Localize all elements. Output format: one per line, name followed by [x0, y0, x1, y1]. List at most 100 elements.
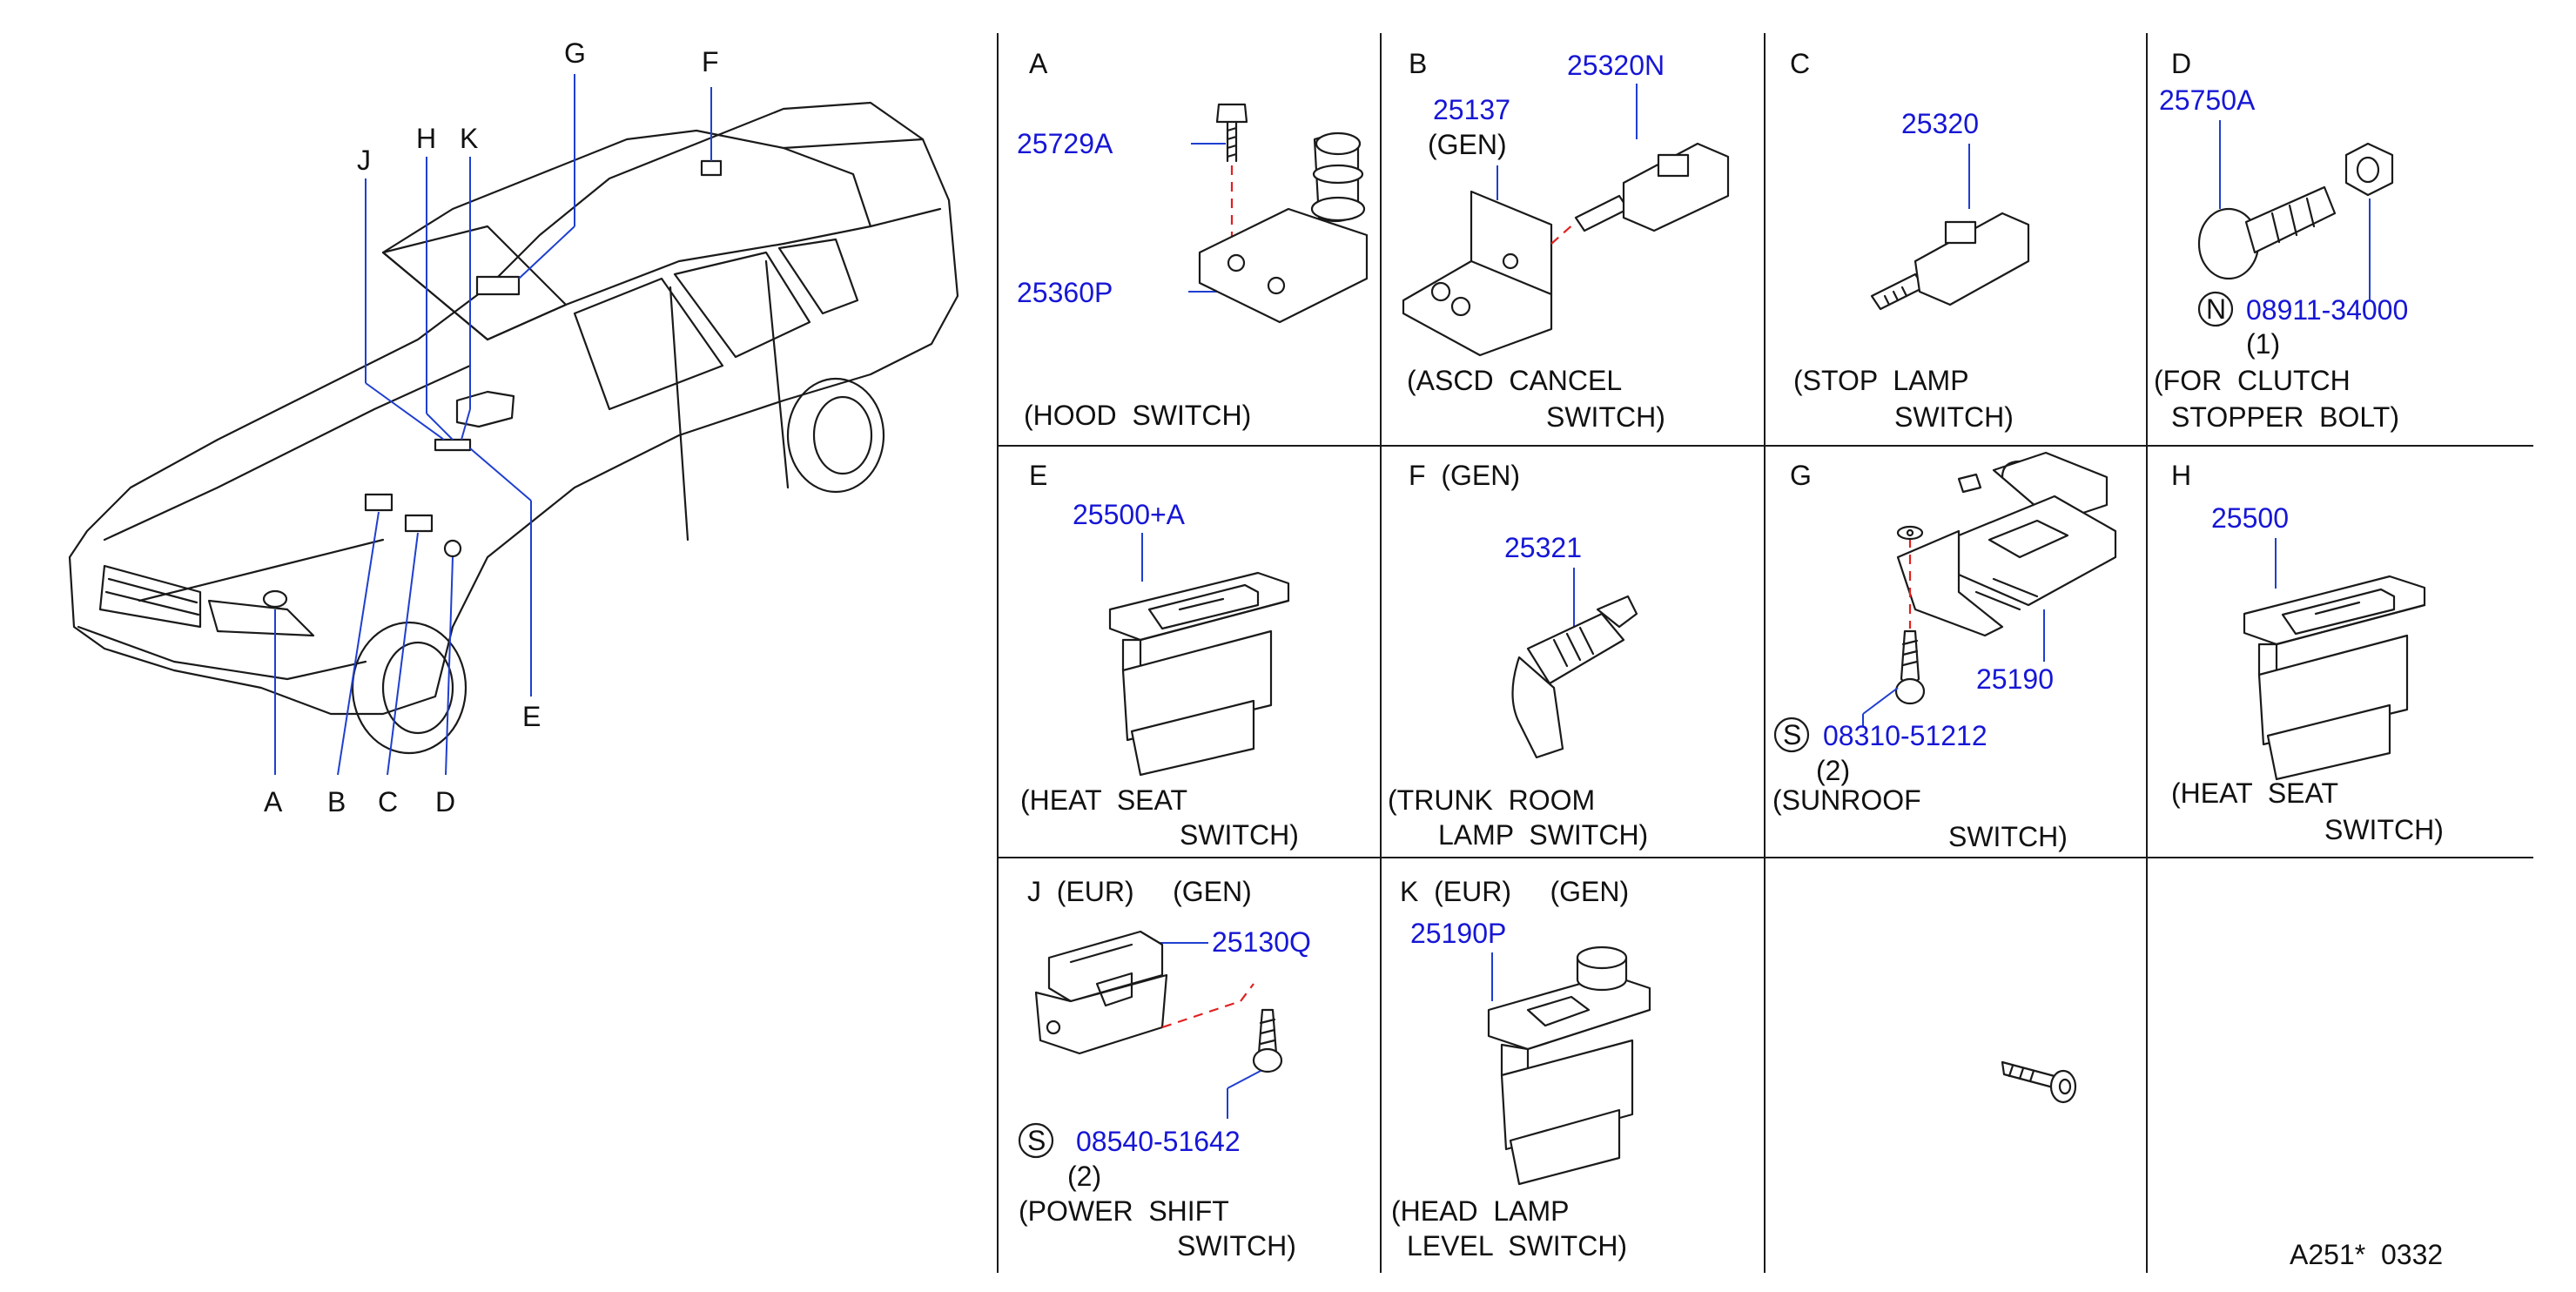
panel-c-caption-line1: (STOP LAMP: [1793, 365, 1969, 396]
car-callout-g: G: [564, 37, 586, 69]
panel-d-clutch-stopper-bolt: D 25750A N 08911-34000 (1) (FOR CLUTCH S…: [2154, 48, 2408, 433]
heat-seat-switch-e-icon: [1108, 571, 1290, 777]
loose-screw-icon: [2001, 1060, 2077, 1104]
car-callout-c: C: [378, 786, 398, 818]
car-part-g: [475, 275, 521, 296]
car-callout-h: H: [416, 123, 436, 154]
car-part-f: [700, 159, 723, 177]
panel-j-qty: (2): [1067, 1161, 1101, 1192]
car-callout-leaders: [274, 74, 712, 776]
car-callout-a: A: [264, 786, 283, 818]
part-number-25320n: 25320N: [1567, 50, 1665, 81]
trunk-lamp-switch-icon: [1511, 595, 1638, 759]
part-number-08310-51212: 08310-51212: [1823, 720, 1987, 751]
panel-f-header: F (GEN): [1409, 460, 1520, 491]
panel-c-header: C: [1790, 48, 1810, 79]
heat-seat-switch-h-icon: [2243, 575, 2426, 781]
part-number-25500plus-a: 25500+A: [1073, 499, 1186, 530]
symbol-s-icon: [1773, 717, 1810, 753]
panel-a-header: A: [1029, 48, 1048, 79]
symbol-s-icon: [1018, 1122, 1054, 1159]
panel-f-caption-line1: (TRUNK ROOM: [1388, 784, 1595, 816]
panel-e-caption-line1: (HEAT SEAT: [1020, 784, 1187, 816]
panel-b-ascd-cancel-switch: B 25137 (GEN) 25320N (ASCD CANCEL SWITCH…: [1402, 48, 1730, 433]
diagram-code: A251* 0332: [2290, 1239, 2443, 1270]
panel-k-caption-line1: (HEAD LAMP: [1391, 1195, 1569, 1227]
panel-h-caption-line2: SWITCH): [2324, 814, 2444, 845]
panel-d-caption-line1: (FOR CLUTCH: [2154, 365, 2351, 396]
power-shift-screw-icon: [1252, 1008, 1283, 1073]
panel-g-caption-line1: (SUNROOF: [1772, 784, 1921, 816]
car-callout-d: D: [435, 786, 455, 818]
panel-e-caption-line2: SWITCH): [1180, 819, 1299, 851]
panel-c-stop-lamp-switch: C 25320 (STOP LAMP SWITCH): [1790, 48, 2030, 433]
panel-k-head-lamp-level-switch: K (EUR) (GEN) 25190P (HEAD LAMP LEVEL SW…: [1391, 876, 1651, 1262]
power-shift-switch-icon: [1034, 930, 1168, 1055]
part-number-25321: 25321: [1504, 532, 1582, 563]
panel-b-header: B: [1409, 48, 1427, 79]
car-callout-e: E: [522, 701, 541, 732]
panel-j-symbol: S: [1027, 1125, 1046, 1156]
panel-d-symbol: N: [2206, 293, 2226, 325]
panel-a-caption: (HOOD SWITCH): [1024, 400, 1251, 431]
hood-switch-bracket-icon: [1198, 131, 1369, 324]
panel-grid: [997, 33, 2533, 1273]
panel-g-symbol: S: [1783, 719, 1801, 750]
clutch-stopper-bolt-icon: [2197, 185, 2337, 280]
part-number-25360p: 25360P: [1017, 277, 1113, 308]
car-part-d: [443, 539, 462, 558]
car-illustration: A B C D E F G H J K: [68, 37, 959, 818]
car-callout-b: B: [327, 786, 346, 818]
panel-b-caption-line2: SWITCH): [1546, 401, 1665, 433]
panel-a-hood-switch: A 25729A 25360P (HOOD SWITCH): [1017, 48, 1369, 431]
car-part-c: [404, 514, 434, 533]
panel-d-qty: (1): [2246, 328, 2280, 360]
panel-j-power-shift-switch: J (EUR) (GEN) 25130Q S 08540-51642 (2) (…: [1018, 876, 1311, 1262]
panel-h-heat-seat-switch: H 25500 (HEAT SEAT SWITCH): [2171, 460, 2444, 845]
car-part-b: [364, 493, 393, 512]
panel-h-caption-line1: (HEAT SEAT: [2171, 777, 2338, 809]
panel-j-caption-line2: SWITCH): [1177, 1230, 1296, 1262]
panel-k-caption-line2: LEVEL SWITCH): [1407, 1230, 1627, 1262]
panel-g-header: G: [1790, 460, 1812, 491]
part-number-25750a: 25750A: [2159, 84, 2256, 116]
part-number-25190: 25190: [1976, 663, 2054, 695]
panel-g-qty: (2): [1816, 755, 1850, 786]
stop-lamp-switch-icon: [1870, 212, 2030, 311]
sunroof-screw-icon: [1894, 629, 1926, 705]
panel-d-caption-line2: STOPPER BOLT): [2171, 401, 2399, 433]
part-number-25729a: 25729A: [1017, 128, 1113, 159]
sunroof-screw-top-icon: [1896, 525, 1924, 541]
sunroof-switch-icon: [1896, 451, 2117, 637]
clutch-nut-icon: [2344, 142, 2394, 197]
part-number-08911-34000: 08911-34000: [2246, 294, 2408, 326]
head-lamp-level-switch-icon: [1487, 945, 1651, 1186]
panel-b-gen-note: (GEN): [1428, 129, 1507, 160]
ascd-bracket-icon: [1402, 190, 1553, 357]
panel-f-caption-line2: LAMP SWITCH): [1438, 819, 1648, 851]
panel-f-trunk-room-lamp-switch: F (GEN) 25321 (TRUNK ROOM LAMP SWITCH): [1388, 460, 1648, 851]
panel-b-caption-line1: (ASCD CANCEL: [1407, 365, 1622, 396]
panel-h-header: H: [2171, 460, 2191, 491]
part-number-25320: 25320: [1901, 108, 1979, 139]
car-part-hjk: [434, 438, 472, 452]
part-number-25137: 25137: [1433, 94, 1510, 125]
panel-g-sunroof-switch: G 25190 S 08310-51212 (2) (SUNROOF SW: [1772, 451, 2117, 852]
panel-d-header: D: [2171, 48, 2191, 79]
panel-e-heat-seat-switch: E 25500+A (HEAT SEAT SWITCH): [1020, 460, 1299, 851]
panel-k-header: K (EUR) (GEN): [1400, 876, 1629, 907]
panel-j-caption-line1: (POWER SHIFT: [1019, 1195, 1229, 1227]
panel-j-header: J (EUR) (GEN): [1027, 876, 1252, 907]
ascd-switch-icon: [1574, 142, 1730, 232]
part-number-08540-51642: 08540-51642: [1076, 1126, 1241, 1157]
car-callout-j: J: [357, 145, 371, 176]
car-callout-k: K: [460, 123, 478, 154]
car-callout-f: F: [702, 46, 719, 77]
part-number-25130q: 25130Q: [1212, 926, 1311, 958]
panel-c-caption-line2: SWITCH): [1894, 401, 2014, 433]
hood-switch-bolt-icon: [1215, 103, 1248, 163]
car-part-a: [262, 589, 288, 609]
symbol-n-icon: [2197, 291, 2234, 327]
part-number-25500: 25500: [2211, 502, 2289, 534]
